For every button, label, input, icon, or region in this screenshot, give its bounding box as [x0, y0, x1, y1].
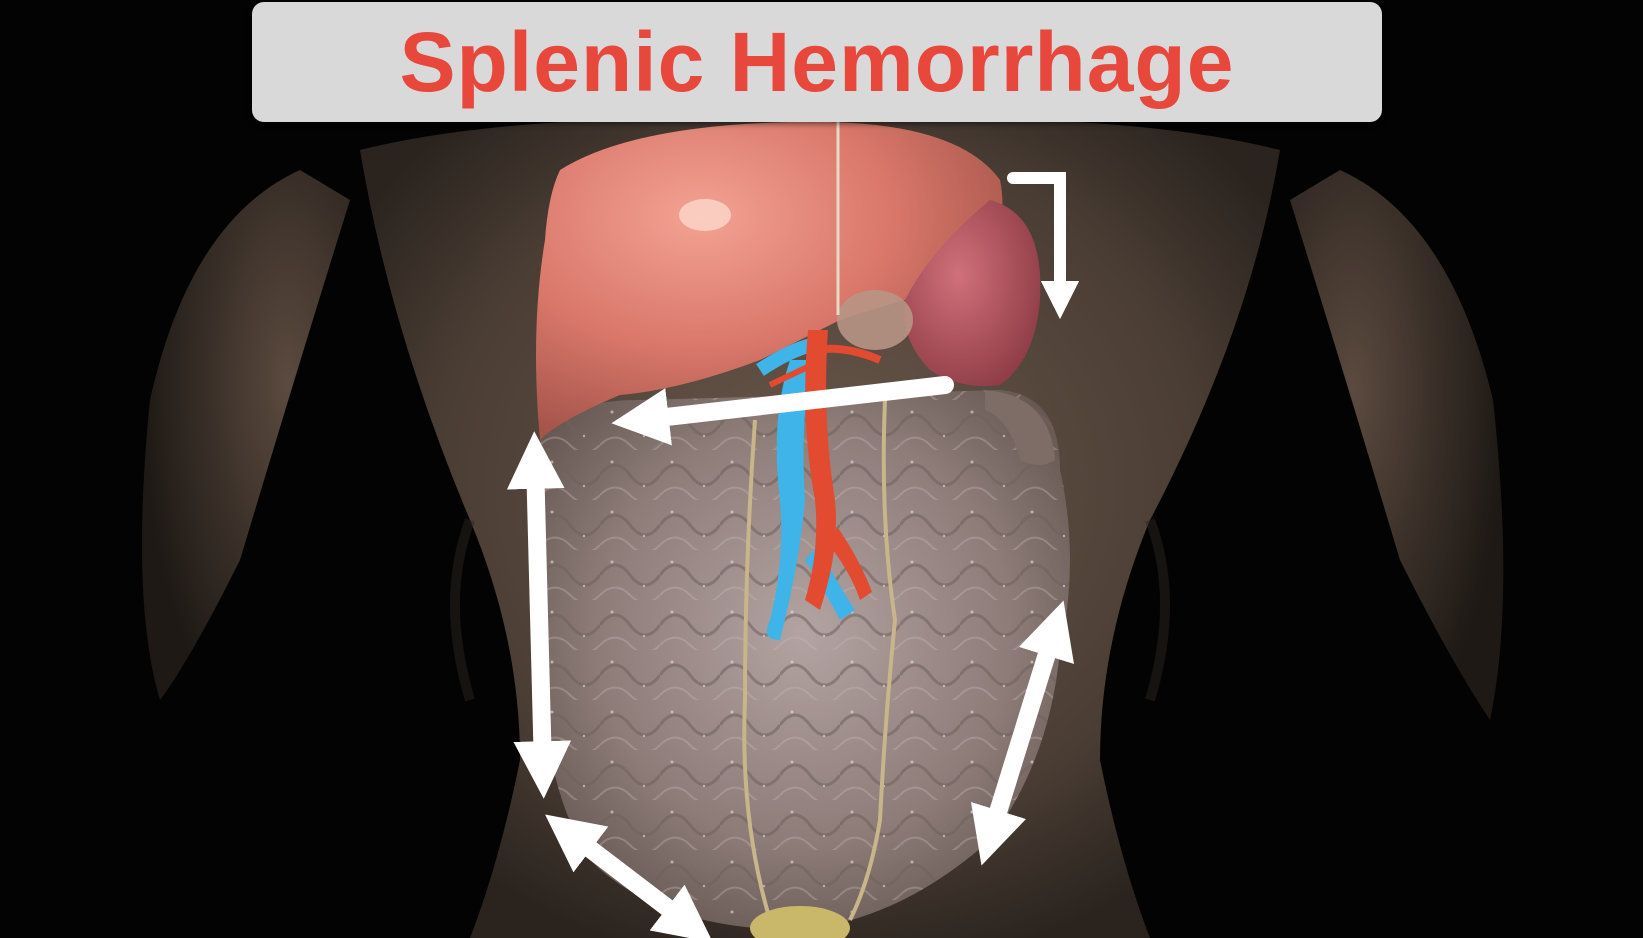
right-arm	[1290, 170, 1503, 720]
title-banner: Splenic Hemorrhage	[252, 2, 1382, 122]
flow-arrow	[535, 460, 543, 770]
page-title: Splenic Hemorrhage	[400, 20, 1235, 104]
left-arm	[142, 170, 350, 700]
